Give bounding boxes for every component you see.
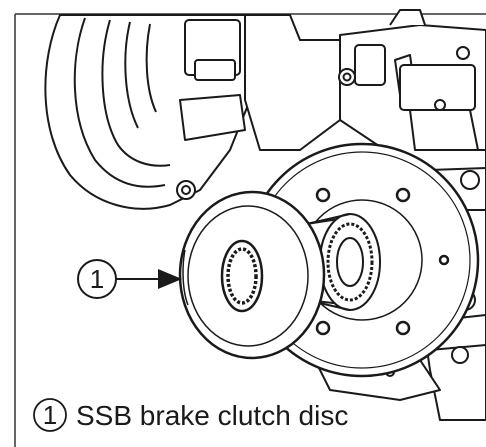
callout-1: 1 [77, 259, 182, 299]
caption-text: SSB brake clutch disc [76, 400, 348, 431]
splined-shaft [289, 213, 381, 311]
brake-clutch-disc [178, 190, 326, 360]
caption-number-circle [33, 398, 67, 432]
callout-number: 1 [90, 264, 104, 294]
caption-number: 1 [43, 400, 57, 430]
caption: 1 SSB brake clutch disc [33, 398, 348, 432]
